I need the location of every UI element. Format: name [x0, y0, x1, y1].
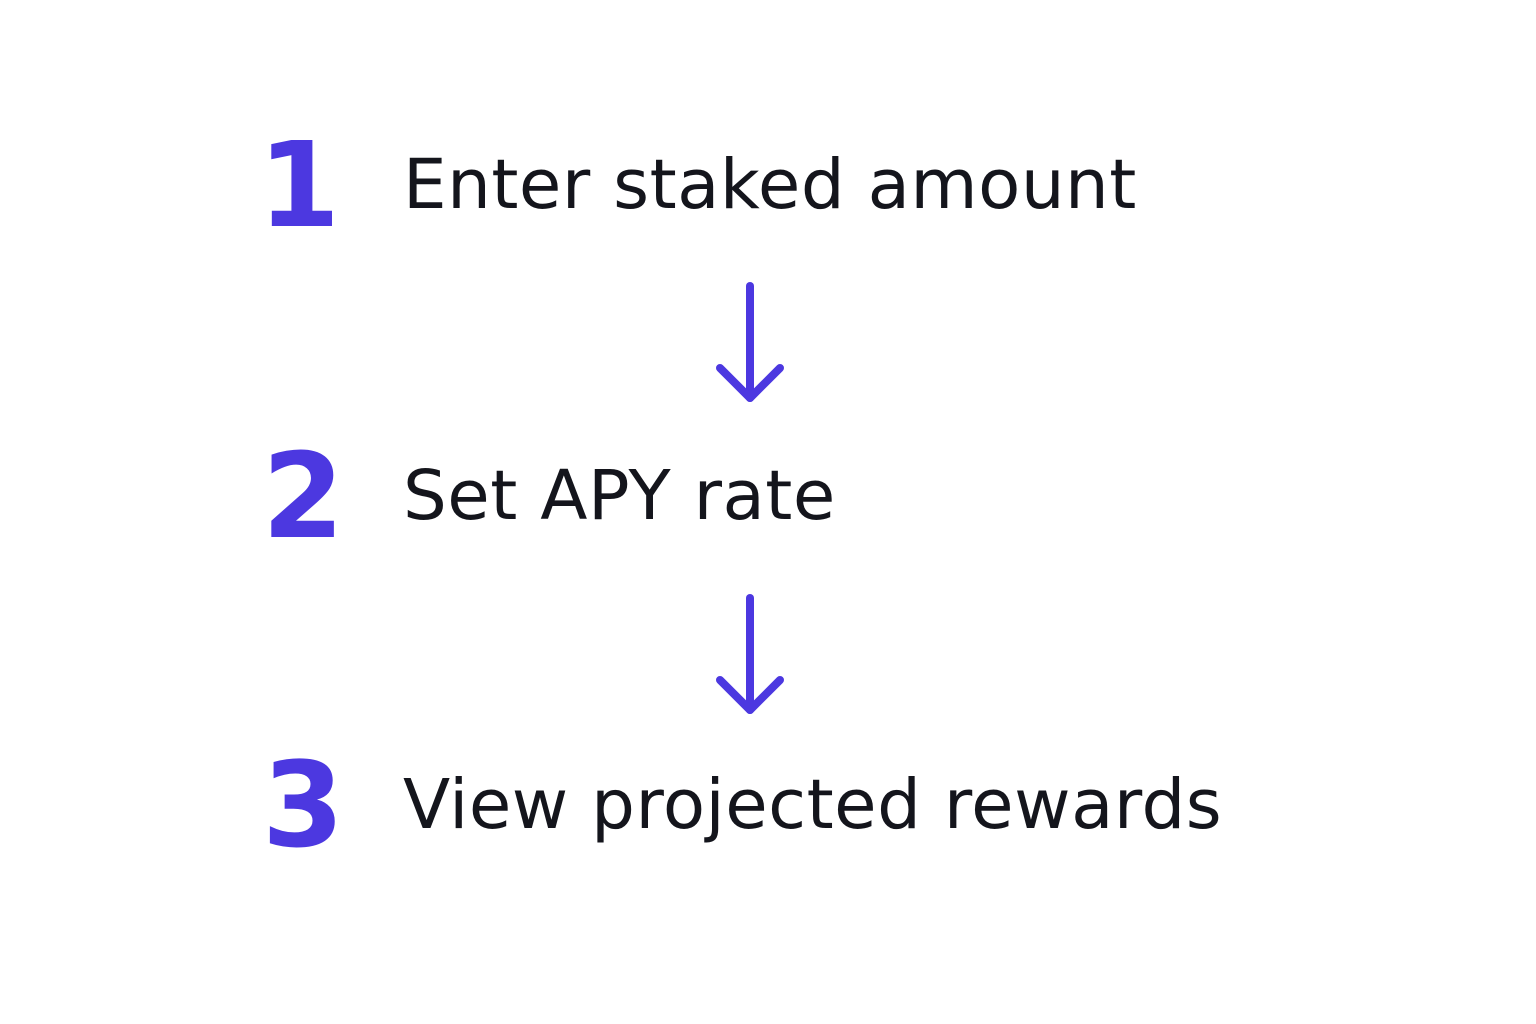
arrow-down-icon: [712, 280, 788, 410]
step-label: Set APY rate: [403, 456, 836, 536]
step-label: Enter staked amount: [403, 145, 1137, 225]
step-label: View projected rewards: [403, 765, 1223, 845]
step-number: 1: [258, 116, 341, 254]
step-number: 2: [262, 427, 345, 565]
step-set-apy-rate: 2 Set APY rate: [0, 431, 1536, 561]
arrow-down-icon: [712, 592, 788, 722]
step-number: 3: [262, 736, 345, 874]
step-view-projected-rewards: 3 View projected rewards: [0, 740, 1536, 870]
step-enter-staked-amount: 1 Enter staked amount: [0, 120, 1536, 250]
